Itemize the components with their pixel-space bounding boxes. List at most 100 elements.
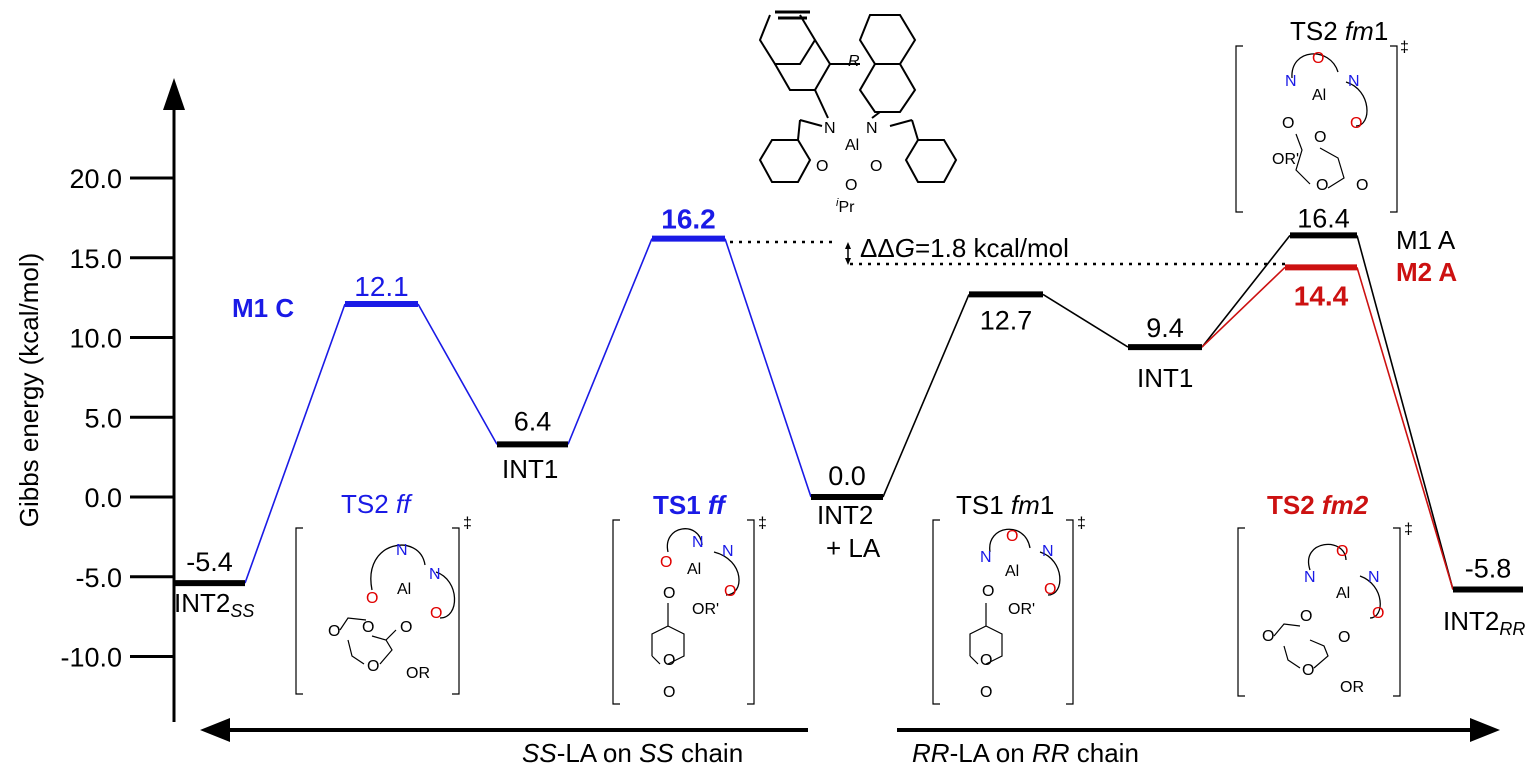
ss-arrowhead-icon	[200, 718, 230, 742]
connector-m2-a	[1356, 267, 1454, 590]
rr-direction-label: RR-LA on RR chain	[912, 738, 1139, 768]
connector-m1-a	[1356, 235, 1454, 590]
svg-text:N: N	[429, 566, 441, 583]
ts2-fm2-structure: TS2 fm2 ‡ O N N Al O O O O O OR	[1237, 490, 1413, 697]
svg-text:O: O	[1350, 115, 1362, 132]
connector-m1-c	[567, 238, 653, 445]
svg-text:TS1 fm1: TS1 fm1	[956, 490, 1054, 520]
svg-text:OR': OR'	[1272, 151, 1299, 168]
y-tick-label: -5.0	[75, 563, 122, 593]
svg-text:Al: Al	[397, 581, 411, 598]
svg-text:O: O	[367, 658, 379, 675]
svg-text:‡: ‡	[1400, 39, 1409, 56]
svg-text:O: O	[366, 590, 378, 607]
svg-text:OR': OR'	[692, 601, 719, 618]
svg-text:O: O	[1312, 50, 1324, 67]
svg-text:N: N	[692, 534, 704, 551]
energy-value-label: 12.1	[354, 271, 409, 302]
svg-text:N: N	[1285, 73, 1297, 90]
connector-m1-c	[244, 303, 346, 584]
energy-value-label: 9.4	[1146, 313, 1184, 343]
y-axis-ticks: -10.0-5.00.05.010.015.020.0	[60, 164, 174, 673]
svg-text:O: O	[980, 684, 992, 701]
y-tick-label: 10.0	[69, 324, 122, 354]
svg-text:iPr: iPr	[836, 197, 855, 216]
svg-text:N: N	[980, 549, 992, 566]
energy-value-label: -5.4	[186, 547, 233, 577]
series-label-m1a: M1 A	[1396, 225, 1456, 255]
svg-text:Al: Al	[1005, 563, 1019, 580]
ss-direction-label: SS-LA on SS chain	[522, 738, 743, 768]
series-label-m1c: M1 C	[232, 293, 294, 323]
svg-text:O: O	[724, 583, 736, 600]
svg-text:O: O	[816, 158, 828, 175]
svg-text:O: O	[980, 652, 992, 669]
state-label-int2-rr: INT2RR	[1443, 606, 1525, 639]
energy-value-label: 14.4	[1294, 280, 1349, 311]
ts2-ff-structure: TS2 ff ‡ N O N Al O O O O O OR	[295, 489, 472, 695]
svg-text:N: N	[1368, 569, 1380, 586]
state-label-int2-ss: INT2SS	[174, 588, 254, 621]
svg-text:O: O	[660, 554, 672, 571]
svg-text:O: O	[1338, 629, 1350, 646]
ts2-fm1-structure: TS2 fm1 ‡ O N N Al O O O OR' O O	[1235, 16, 1409, 213]
state-label-int1-left: INT1	[502, 454, 558, 484]
y-tick-label: 20.0	[69, 164, 122, 194]
y-tick-label: 5.0	[84, 403, 122, 433]
energy-value-label: 12.7	[980, 305, 1033, 335]
svg-text:O: O	[430, 605, 442, 622]
svg-text:TS2 fm1: TS2 fm1	[1290, 16, 1388, 46]
ddg-double-arrow-icon	[845, 242, 851, 265]
svg-text:N: N	[722, 543, 734, 560]
svg-text:O: O	[1262, 628, 1274, 645]
svg-text:O: O	[1006, 528, 1018, 545]
svg-text:Al: Al	[1336, 585, 1350, 602]
connector-m2-a	[1201, 266, 1286, 348]
svg-text:TS2 ff: TS2 ff	[341, 489, 413, 519]
svg-text:O: O	[1336, 543, 1348, 560]
energy-value-label: 6.4	[514, 406, 552, 436]
svg-text:N: N	[1348, 73, 1360, 90]
y-tick-label: 0.0	[84, 483, 122, 513]
svg-text:O: O	[982, 583, 994, 600]
svg-text:O: O	[1044, 581, 1056, 598]
svg-text:O: O	[870, 158, 882, 175]
ts1-fm1-structure: TS1 fm1 ‡ O N N Al O O OR' O O	[932, 490, 1086, 705]
energy-value-label: 16.2	[661, 204, 716, 235]
svg-text:O: O	[362, 619, 374, 636]
connector-m1-a	[1042, 293, 1129, 348]
connector-m1-c	[417, 303, 498, 445]
state-label-int2-mid-2: + LA	[826, 533, 881, 563]
connector-m1-c	[724, 238, 812, 498]
svg-text:O: O	[1282, 115, 1294, 132]
y-axis-label: Gibbs energy (kcal/mol)	[14, 253, 44, 528]
svg-text:O: O	[1372, 605, 1384, 622]
svg-text:O: O	[328, 623, 340, 640]
svg-text:O: O	[1356, 177, 1368, 194]
state-label-int2-mid-1: INT2	[817, 500, 873, 530]
svg-text:O: O	[1314, 129, 1326, 146]
svg-text:‡: ‡	[463, 515, 472, 532]
connector-m1-a	[882, 294, 970, 498]
energy-value-label: 0.0	[828, 461, 866, 491]
svg-text:‡: ‡	[758, 515, 767, 532]
svg-text:Al: Al	[845, 137, 859, 154]
svg-text:TS1 ff: TS1 ff	[653, 490, 727, 520]
svg-text:O: O	[663, 585, 675, 602]
svg-text:R: R	[848, 53, 860, 70]
y-tick-label: 15.0	[69, 244, 122, 274]
connector-m1-a	[1201, 234, 1291, 348]
energy-value-label: -5.8	[1465, 554, 1512, 584]
svg-text:O: O	[663, 652, 675, 669]
svg-text:Al: Al	[687, 561, 701, 578]
series-label-m2a: M2 A	[1396, 257, 1457, 287]
svg-text:OR': OR'	[1008, 601, 1035, 618]
svg-text:O: O	[1302, 662, 1314, 679]
svg-text:‡: ‡	[1077, 515, 1086, 532]
svg-text:O: O	[400, 619, 412, 636]
state-label-int1-right: INT1	[1137, 363, 1193, 393]
svg-text:‡: ‡	[1404, 521, 1413, 538]
rr-arrowhead-icon	[1470, 718, 1500, 742]
